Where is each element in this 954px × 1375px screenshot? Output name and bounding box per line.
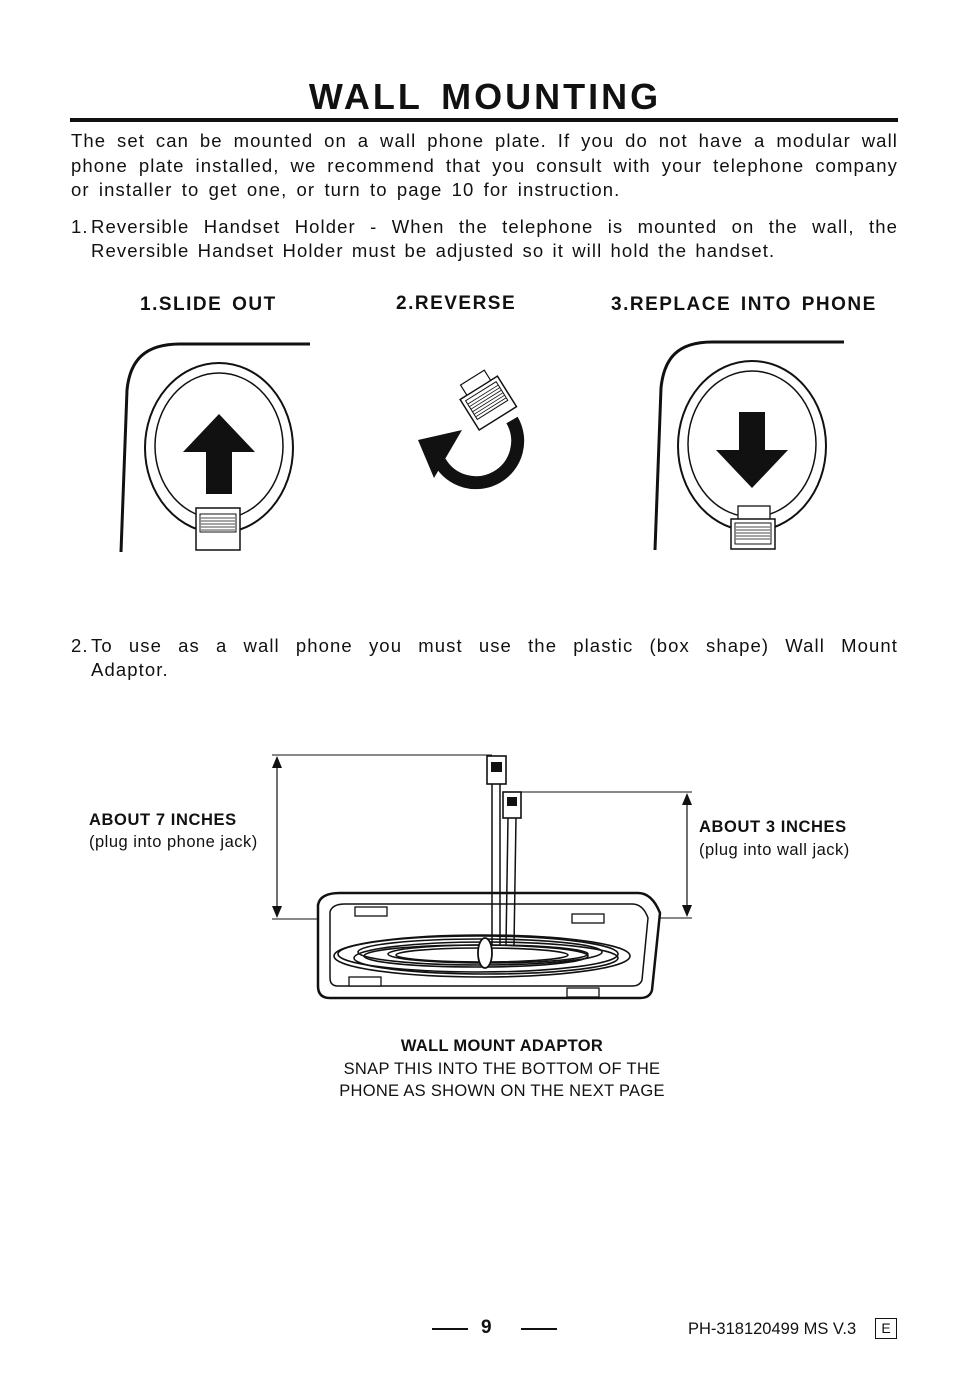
phone-jack-length-label: ABOUT 7 INCHES: [89, 811, 237, 829]
handset-holder-replace-illustration: [653, 340, 844, 551]
page-title: WALL MOUNTING: [308, 76, 662, 117]
wall-mount-adaptor-illustration: [272, 754, 692, 1000]
adaptor-caption-line-1: SNAP THIS INTO THE BOTTOM OF THE: [343, 1060, 661, 1078]
intro-paragraph: The set can be mounted on a wall phone p…: [71, 130, 898, 200]
dimension-arrow-icon: [520, 791, 692, 919]
title-rule: [70, 118, 898, 122]
arrow-up-icon: [183, 414, 255, 494]
page-number-dash-left: [432, 1328, 468, 1330]
wall-jack-note: (plug into wall jack): [699, 841, 850, 859]
list-text: Reversible Handset Holder - When the tel…: [91, 216, 898, 261]
wall-jack-plug: [502, 791, 522, 819]
list-text: To use as a wall phone you must use the …: [91, 635, 898, 680]
page-number: 9: [481, 1317, 492, 1338]
model-number: PH-318120499 MS V.3: [688, 1320, 857, 1338]
list-item-2: 2. To use as a wall phone you must use t…: [71, 634, 898, 682]
phone-jack-plug: [486, 755, 507, 785]
step-reverse-label: 2.REVERSE: [396, 293, 517, 314]
wall-jack-length-label: ABOUT 3 INCHES: [699, 818, 847, 836]
handset-holder-slide-out-illustration: [119, 342, 310, 553]
page-number-dash-right: [521, 1328, 557, 1330]
step-replace-label: 3.REPLACE INTO PHONE: [611, 294, 877, 315]
list-number: 2.: [71, 635, 89, 656]
list-number: 1.: [71, 216, 89, 237]
adaptor-caption-title: WALL MOUNT ADAPTOR: [400, 1037, 604, 1055]
list-item-1: 1. Reversible Handset Holder - When the …: [71, 215, 898, 263]
dimension-arrow-icon: [272, 754, 492, 920]
arrow-down-icon: [716, 412, 788, 488]
reverse-arrow-icon: [418, 416, 525, 490]
language-badge: E: [875, 1318, 897, 1339]
handset-holder-reverse-illustration: [418, 369, 525, 490]
phone-jack-note: (plug into phone jack): [89, 833, 258, 851]
adaptor-caption-line-2: PHONE AS SHOWN ON THE NEXT PAGE: [339, 1082, 665, 1100]
step-slide-out-label: 1.SLIDE OUT: [140, 294, 277, 315]
